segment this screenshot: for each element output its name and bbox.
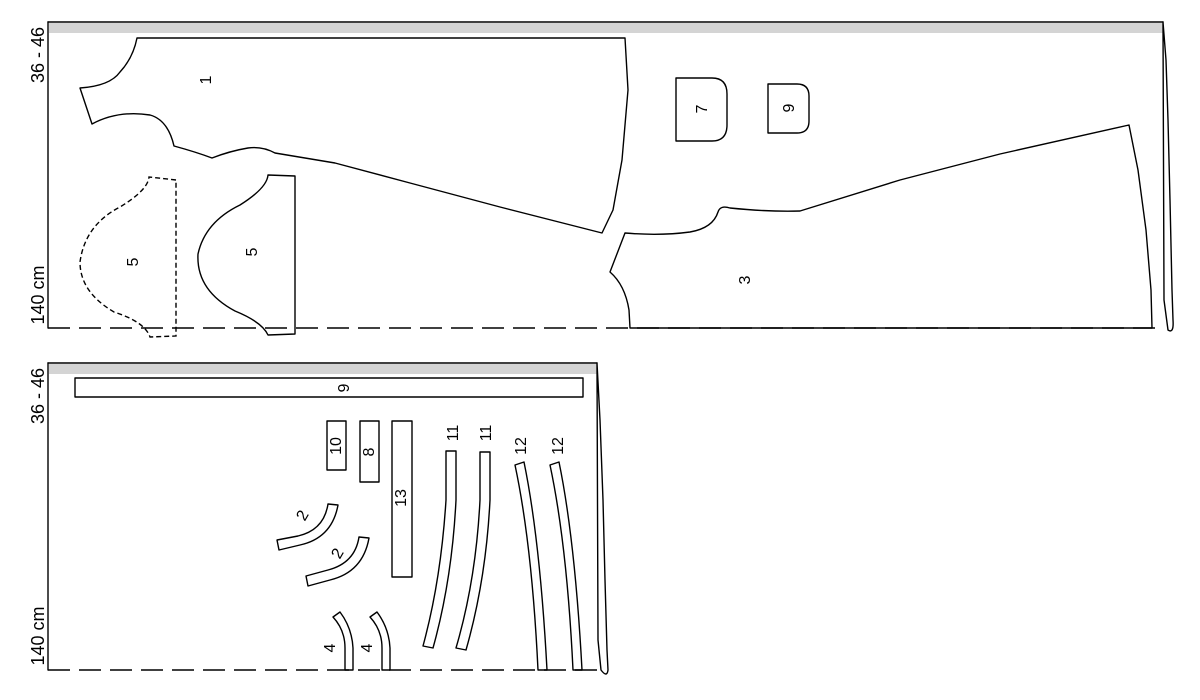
pattern-piece-3 (609, 124, 1153, 329)
pattern-piece-5-mirrored (79, 176, 177, 338)
pattern-piece-12b (549, 461, 583, 671)
pattern-piece-11a-label: 11 (445, 425, 462, 442)
pattern-piece-2a-label: 2 (294, 508, 313, 524)
layout-2: 36 - 46 140 cm 6 10 8 13 11 11 12 12 2 2 (28, 362, 609, 675)
pattern-piece-11a (422, 450, 457, 649)
pattern-piece-7-label: 7 (694, 104, 711, 113)
pattern-piece-12a-label: 12 (513, 437, 530, 455)
layout-1: 36 - 46 140 cm 1 3 5 5 7 9 (28, 21, 1174, 338)
pattern-piece-4a (332, 611, 354, 671)
pattern-piece-12b-label: 12 (550, 437, 567, 455)
pattern-piece-8-label: 8 (361, 447, 378, 456)
layout-2-length-label: 140 cm (28, 606, 48, 665)
pattern-piece-4a-label: 4 (322, 643, 339, 652)
pattern-piece-5-mirrored-label: 5 (125, 257, 142, 266)
fabric-roll-end-1 (1162, 21, 1174, 332)
pattern-piece-3-label: 3 (737, 275, 754, 284)
pattern-piece-5-label: 5 (244, 247, 261, 256)
pattern-piece-9-label: 9 (781, 103, 798, 112)
pattern-piece-12a (514, 461, 548, 671)
pattern-piece-7 (675, 77, 728, 142)
pattern-piece-2a (276, 503, 339, 551)
pattern-piece-11b-label: 11 (478, 425, 495, 442)
pattern-piece-11b (455, 451, 491, 651)
pattern-piece-13 (391, 420, 413, 578)
pattern-piece-10-label: 10 (328, 437, 345, 455)
selvage-strip-2 (49, 364, 597, 374)
pattern-piece-10 (326, 420, 347, 471)
selvage-strip-1 (49, 23, 1163, 33)
pattern-piece-8 (359, 420, 380, 483)
pattern-piece-9 (767, 83, 810, 134)
pattern-piece-4b-label: 4 (359, 643, 376, 652)
pattern-piece-5 (197, 174, 296, 336)
layout-1-length-label: 140 cm (28, 265, 48, 324)
pattern-piece-13-label: 13 (393, 489, 410, 507)
fabric-roll-end-2 (596, 362, 609, 675)
pattern-piece-4b (369, 611, 391, 671)
layout-2-width-label: 36 - 46 (28, 368, 48, 424)
pattern-piece-2b-label: 2 (329, 546, 348, 562)
pattern-piece-6-label: 6 (334, 384, 351, 393)
pattern-piece-1 (79, 37, 629, 234)
pattern-piece-2b (305, 536, 370, 587)
pattern-piece-6 (74, 377, 584, 398)
pattern-piece-1-label: 1 (198, 75, 215, 84)
layout-1-width-label: 36 - 46 (28, 27, 48, 83)
